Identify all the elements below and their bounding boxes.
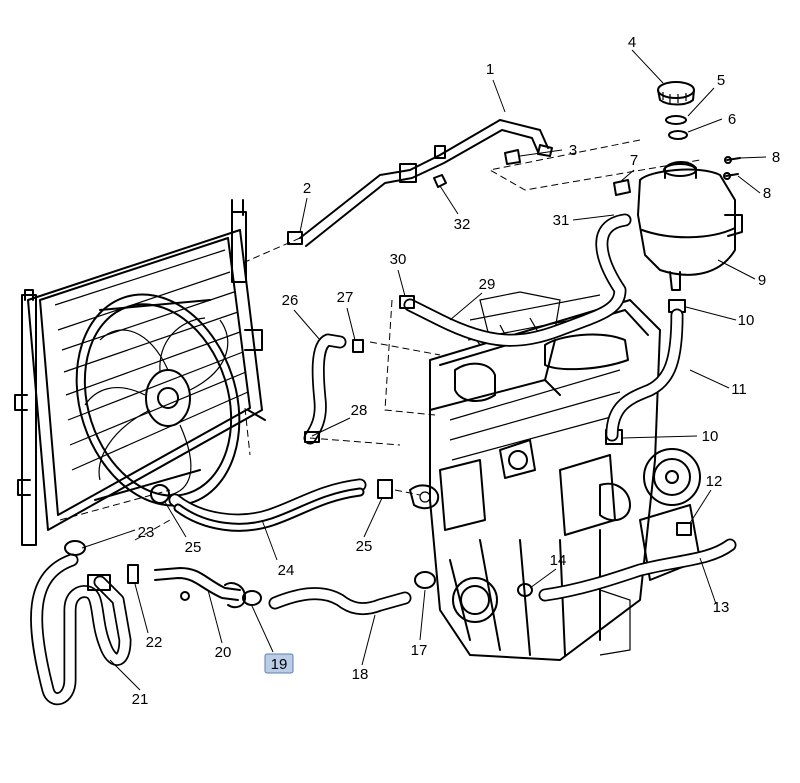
callout-9: 9: [758, 272, 766, 289]
callout-6: 6: [728, 111, 736, 128]
guide-lines: [59, 139, 701, 541]
callout-25b: 25: [356, 538, 373, 555]
callout-31: 31: [553, 212, 570, 229]
callout-5: 5: [717, 72, 725, 89]
callout-4: 4: [628, 34, 636, 51]
callout-2: 2: [303, 180, 311, 197]
clamp-12: [676, 522, 692, 536]
radiator-assembly: [14, 199, 266, 546]
callout-21: 21: [132, 691, 149, 708]
callout-23: 23: [138, 524, 155, 541]
engine-block: [409, 291, 701, 661]
coolant-pipe-20: [154, 567, 247, 609]
clamp-17: [414, 571, 436, 589]
hose-29-31: [403, 213, 632, 347]
coolant-reservoir-9: [613, 161, 743, 291]
callout-10b: 10: [702, 428, 719, 445]
callout-24: 24: [278, 562, 295, 579]
callout-25a: 25: [185, 539, 202, 556]
callout-1: 1: [486, 61, 494, 78]
seal-5: [665, 115, 687, 125]
radiator-hose-24: [168, 478, 367, 532]
clamp-19: [242, 590, 262, 606]
callout-11: 11: [731, 381, 747, 398]
callout-32: 32: [454, 216, 471, 233]
clamp-25-right: [377, 479, 393, 499]
callout-12: 12: [706, 473, 723, 490]
callout-labels: 1 2 3 4 5 6 7 8 8 9 10 10 11 12 13 14 17…: [132, 34, 781, 708]
clip-30: [399, 295, 415, 309]
callout-7: 7: [630, 152, 638, 169]
callout-30: 30: [390, 251, 407, 268]
callout-19: 19: [271, 656, 288, 673]
fastener-3: [504, 149, 521, 165]
callout-29: 29: [479, 276, 496, 293]
heater-pipe-1: [299, 119, 553, 247]
reservoir-cap-4: [657, 81, 695, 106]
cooling-fan-shroud: [75, 293, 241, 507]
callout-28: 28: [351, 402, 368, 419]
callout-13: 13: [713, 599, 730, 616]
callout-18: 18: [352, 666, 369, 683]
callout-22: 22: [146, 634, 163, 651]
callout-8b: 8: [763, 185, 771, 202]
callout-26: 26: [282, 292, 299, 309]
hose-18: [268, 587, 412, 616]
leader-lines: [81, 49, 767, 691]
callout-27: 27: [337, 289, 354, 306]
bracket-22: [127, 564, 139, 584]
hose-11: [605, 308, 684, 442]
hose-21: [30, 553, 132, 706]
callout-17: 17: [411, 642, 428, 659]
clamp-2: [287, 231, 303, 245]
callout-19-highlighted: 19: [264, 653, 294, 674]
seal-6: [668, 130, 688, 140]
callout-3: 3: [569, 142, 577, 159]
hose-26: [303, 333, 364, 445]
callout-20: 20: [215, 644, 232, 661]
clamp-23: [64, 540, 86, 556]
nut-32: [433, 174, 447, 188]
clamp-25-left: [150, 484, 170, 504]
hose-13: [538, 538, 737, 602]
callout-10a: 10: [738, 312, 755, 329]
callout-14: 14: [550, 552, 567, 569]
clamp-14: [517, 583, 533, 597]
callout-8a: 8: [772, 149, 780, 166]
bolt-8: [723, 156, 741, 180]
